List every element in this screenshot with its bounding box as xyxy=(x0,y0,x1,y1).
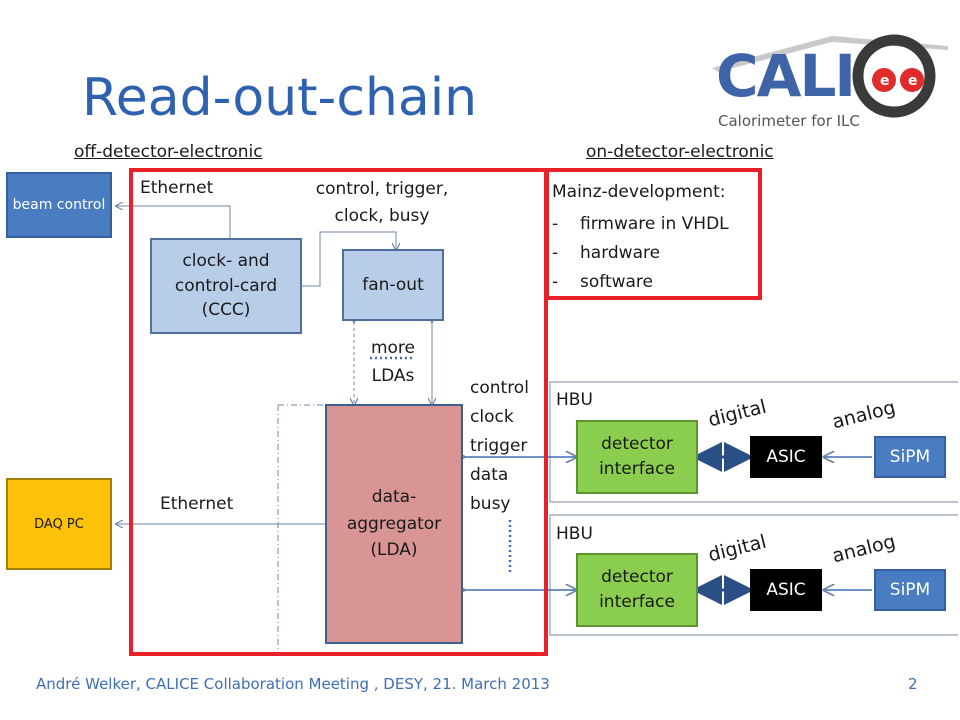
divider-line-box xyxy=(277,404,325,655)
mainz-item: -hardware xyxy=(552,243,661,264)
digital-label-1: digital xyxy=(706,395,769,432)
svg-text:e: e xyxy=(908,73,918,89)
ethernet-bottom-label: Ethernet xyxy=(160,494,234,514)
sipm-box-2: SiPM xyxy=(874,569,946,611)
lda-box: data-aggregator (LDA) xyxy=(325,404,463,644)
analog-label-1: analog xyxy=(830,396,898,434)
fanout-box: fan-out xyxy=(342,249,444,321)
hbu-label-1: HBU xyxy=(556,390,593,410)
signals-label: control clock trigger data busy xyxy=(470,378,529,514)
mainz-item: -firmware in VHDL xyxy=(552,214,729,234)
slide-title: Read-out-chain xyxy=(82,68,478,128)
ethernet-top-label: Ethernet xyxy=(140,178,214,198)
analog-label-2: analog xyxy=(830,530,898,568)
on-detector-heading: on-detector-electronic xyxy=(586,142,774,162)
slide-footer: André Welker, CALICE Collaboration Meeti… xyxy=(36,675,550,693)
detector-interface-box-2: detector interface xyxy=(576,553,698,627)
page-number: 2 xyxy=(908,675,918,693)
asic-box-2: ASIC xyxy=(750,569,822,611)
ethernet-top-line xyxy=(116,206,231,238)
off-detector-heading: off-detector-electronic xyxy=(74,142,263,162)
detector-interface-box-1: detector interface xyxy=(576,420,698,494)
mainz-heading: Mainz-development: xyxy=(552,182,726,202)
beam-control-box: beam control xyxy=(6,172,112,238)
sipm-box-1: SiPM xyxy=(874,436,946,478)
calice-logo-graphic: e e xyxy=(712,34,948,118)
svg-text:e: e xyxy=(880,73,890,89)
logo-subtitle: Calorimeter for ILC xyxy=(718,112,860,130)
calice-logo: e e xyxy=(712,28,948,138)
digital-label-2: digital xyxy=(706,530,769,567)
mainz-list: -firmware in VHDL -hardware -software xyxy=(552,210,729,298)
logo-wordmark: CALI xyxy=(716,42,856,110)
control-trigger-label: control, trigger, clock, busy xyxy=(315,179,449,227)
mainz-item: -software xyxy=(552,272,654,293)
hbu-label-2: HBU xyxy=(556,524,593,544)
more-ldas-label: more LDAs xyxy=(370,338,416,387)
daq-pc-box: DAQ PC xyxy=(6,478,112,570)
ccc-box: clock- and control-card (CCC) xyxy=(150,238,302,334)
asic-box-1: ASIC xyxy=(750,436,822,478)
